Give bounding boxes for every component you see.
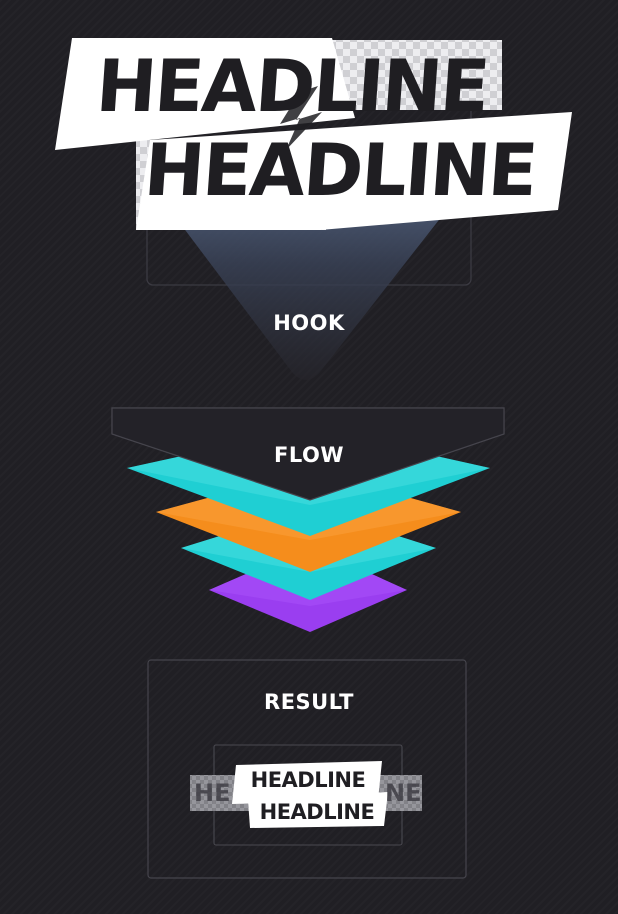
hero-crack-shadow: [280, 86, 322, 150]
hero-checker: [330, 40, 502, 110]
hero-graphic: [55, 38, 572, 230]
flow-outline-top: [111, 407, 505, 501]
hero-headline-line2: HEADLINE: [141, 128, 539, 212]
result-banner-bottom: [248, 792, 388, 828]
flow-label: FLOW: [274, 443, 344, 467]
result-frame: [147, 659, 467, 879]
result-ghost-left: HE: [194, 779, 231, 807]
result-headline-line2: HEADLINE: [259, 800, 375, 824]
result-ghost-right: NE: [385, 779, 422, 807]
hero-headline-line1: HEADLINE: [93, 44, 491, 128]
result-banner-top: [232, 761, 382, 804]
hook-label: HOOK: [273, 311, 345, 335]
result-headline-line1: HEADLINE: [250, 768, 366, 792]
result-label: RESULT: [264, 690, 354, 714]
hero-banner-bottom: [136, 112, 572, 230]
hero-banner-top: [55, 38, 355, 150]
result-preview-graphic: [190, 761, 422, 828]
